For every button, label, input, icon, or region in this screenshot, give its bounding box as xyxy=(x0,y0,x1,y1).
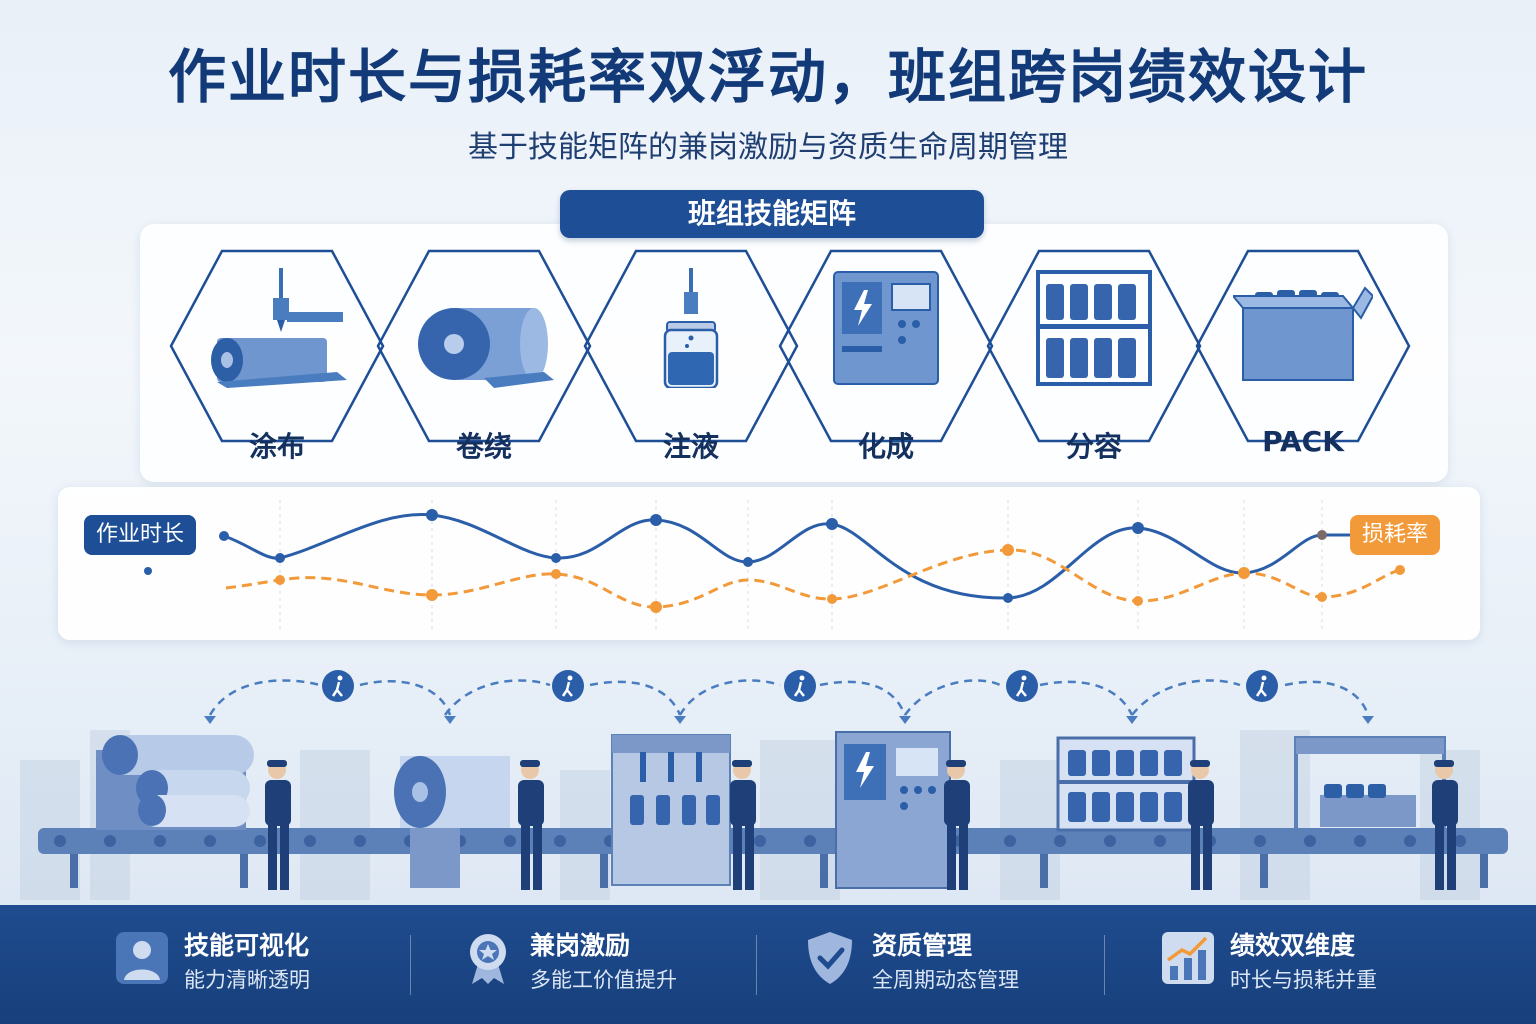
injection-machine xyxy=(611,734,731,886)
feature-divider xyxy=(1104,935,1105,995)
pack-station xyxy=(1294,736,1446,832)
user-skill-icon xyxy=(116,932,168,984)
page-subtitle: 基于技能矩阵的兼岗激励与资质生命周期管理 xyxy=(468,130,1068,165)
stage-formation xyxy=(777,248,995,444)
loss-rate-tag: 损耗率 xyxy=(1350,515,1441,555)
winding-machine xyxy=(394,756,510,888)
winding-roll-icon xyxy=(418,308,554,388)
feature-subtitle: 时长与损耗并重 xyxy=(1230,968,1377,992)
coating-roll-icon xyxy=(211,268,347,388)
grading-rack-icon xyxy=(1036,270,1152,386)
work-duration-tag: 作业时长 xyxy=(84,515,197,555)
stage-label-winding: 卷绕 xyxy=(455,430,512,463)
feature-subtitle: 多能工价值提升 xyxy=(530,968,677,992)
workers xyxy=(265,760,1458,890)
feature-subtitle: 全周期动态管理 xyxy=(872,968,1019,992)
feature-subtitle: 能力清晰透明 xyxy=(184,968,310,992)
grading-rack xyxy=(1056,736,1196,832)
medal-icon xyxy=(470,934,506,984)
stage-pack xyxy=(1194,248,1412,444)
feature-bar xyxy=(0,905,1536,1024)
stage-coating xyxy=(168,248,386,444)
production-line-scene xyxy=(38,670,1508,890)
stage-label-pack: PACK xyxy=(1262,425,1344,458)
walking-person-icons xyxy=(322,670,1278,702)
page-title: 作业时长与损耗率双浮动，班组跨岗绩效设计 xyxy=(167,43,1368,111)
stage-label-injection: 注液 xyxy=(662,430,719,463)
stage-label-formation: 化成 xyxy=(857,430,914,463)
feature-title: 绩效双维度 xyxy=(1230,931,1356,960)
formation-cabinet-icon xyxy=(833,271,939,385)
growth-chart-icon xyxy=(1162,932,1214,984)
feature-divider xyxy=(410,935,411,995)
feature-title: 资质管理 xyxy=(872,931,973,960)
formation-machine xyxy=(835,731,951,889)
liquid-injection-icon xyxy=(663,268,719,388)
stage-grading xyxy=(985,248,1203,444)
pack-box-icon xyxy=(1233,286,1373,381)
skill-matrix-label: 班组技能矩阵 xyxy=(560,190,984,238)
feature-title: 技能可视化 xyxy=(184,931,310,960)
feature-title: 兼岗激励 xyxy=(530,931,631,960)
stage-label-coating: 涂布 xyxy=(248,430,305,463)
stage-label-grading: 分容 xyxy=(1065,430,1122,463)
feature-divider xyxy=(756,935,757,995)
stage-injection xyxy=(582,248,800,444)
shield-check-icon xyxy=(808,932,852,984)
dual-float-curve-panel xyxy=(58,487,1480,640)
stage-winding xyxy=(375,248,593,444)
coating-machine xyxy=(96,735,254,830)
